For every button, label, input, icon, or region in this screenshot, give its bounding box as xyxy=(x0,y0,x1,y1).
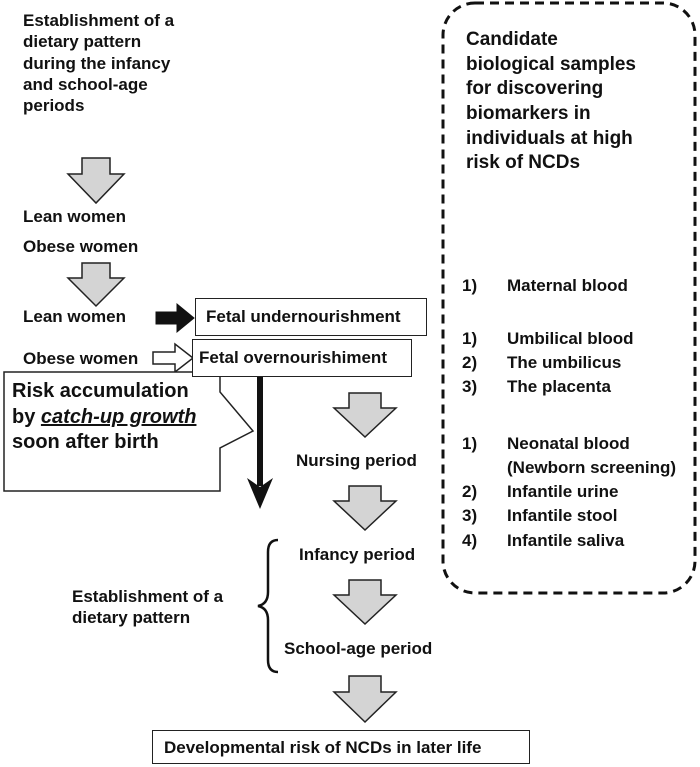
candidate-samples-dashed-box xyxy=(441,1,697,595)
sample-text: The umbilicus xyxy=(507,353,622,373)
lean-women-label-2: Lean women xyxy=(23,307,126,326)
nursing-period-label: Nursing period xyxy=(296,451,417,470)
obese-women-label-1: Obese women xyxy=(23,237,139,256)
sample-number: 2) xyxy=(462,353,478,373)
candidate-samples-title: Candidate biological samples for discove… xyxy=(466,29,636,174)
neonatal-samples-list: 1) Neonatal blood (Newborn screening) 2) Inf… xyxy=(462,432,676,553)
white-right-arrow xyxy=(152,342,195,374)
sample-number xyxy=(462,456,507,480)
sample-text: (Newborn screening) xyxy=(507,458,677,478)
sample-list-item: 3) The placenta xyxy=(462,375,634,399)
establishment-dietary-pattern-label: Establishment of a dietary pattern xyxy=(72,587,224,628)
school-age-period-label: School-age period xyxy=(284,639,433,658)
sample-number: 2) xyxy=(462,482,478,502)
down-arrow-1 xyxy=(66,157,126,205)
sample-list-item: 2) The umbilicus xyxy=(462,351,634,375)
risk-by: by xyxy=(12,405,41,428)
down-arrow-3 xyxy=(332,392,398,439)
sample-text: Infantile stool xyxy=(507,506,618,526)
long-down-arrow-head xyxy=(247,478,273,509)
sample-number: 3) xyxy=(462,506,478,526)
fetal-undernourishment-label: Fetal undernourishment xyxy=(206,307,401,326)
developmental-risk-label: Developmental risk of NCDs in later life xyxy=(164,738,482,757)
black-right-arrow xyxy=(155,302,195,334)
down-arrow-6 xyxy=(332,675,398,724)
down-arrow-2 xyxy=(66,262,126,308)
sample-text: Infantile saliva xyxy=(507,530,625,550)
sample-list-item: 1) Umbilical blood xyxy=(462,327,634,351)
sample-number: 3) xyxy=(462,377,478,397)
fetal-overnourishment-label: Fetal overnourishiment xyxy=(199,348,387,367)
risk-accumulation-text: Risk accumulation by catch-up growth soo… xyxy=(12,379,196,456)
sample-number: 4) xyxy=(462,530,478,550)
fetal-samples-list: 1) Umbilical blood 2) The umbilicus 3) The pl… xyxy=(462,327,634,399)
sample-list-item: 4) Infantile saliva xyxy=(462,529,676,553)
catch-up-growth: catch-up growth xyxy=(40,405,197,428)
infancy-period-label: Infancy period xyxy=(299,545,416,564)
maternal-samples-list: 1) Maternal blood xyxy=(462,274,628,298)
fetal-overnourishment-box: Fetal overnourishiment xyxy=(192,339,412,377)
sample-text: Umbilical blood xyxy=(507,329,634,348)
risk-line-2: by catch-up growth xyxy=(12,405,196,431)
down-arrow-5 xyxy=(332,579,398,626)
sample-list-item: 1) Maternal blood xyxy=(462,274,628,298)
lean-women-label-1: Lean women xyxy=(23,207,126,226)
sample-text: Neonatal blood xyxy=(507,434,630,453)
sample-list-item: 1) Neonatal blood xyxy=(462,432,676,456)
sample-text: Maternal blood xyxy=(507,276,628,295)
down-arrow-4 xyxy=(332,485,398,532)
sample-number: 1) xyxy=(462,329,478,348)
sample-text: The placenta xyxy=(507,377,611,397)
curly-brace xyxy=(257,538,279,674)
sample-number: 1) xyxy=(462,434,478,453)
risk-line-3: soon after birth xyxy=(12,431,159,454)
fetal-undernourishment-box: Fetal undernourishment xyxy=(195,298,427,336)
sample-text: Infantile urine xyxy=(507,482,619,502)
sample-list-item: 3) Infantile stool xyxy=(462,504,676,528)
sample-list-item: 2) Infantile urine xyxy=(462,480,676,504)
risk-line-1: Risk accumulation xyxy=(12,380,189,402)
developmental-risk-box: Developmental risk of NCDs in later life xyxy=(152,730,530,764)
obese-women-label-2: Obese women xyxy=(23,349,139,368)
intro-dietary-text: Establishment of a dietary pattern durin… xyxy=(23,11,175,115)
sample-number: 1) xyxy=(462,276,478,295)
sample-list-item: (Newborn screening) xyxy=(462,456,676,480)
